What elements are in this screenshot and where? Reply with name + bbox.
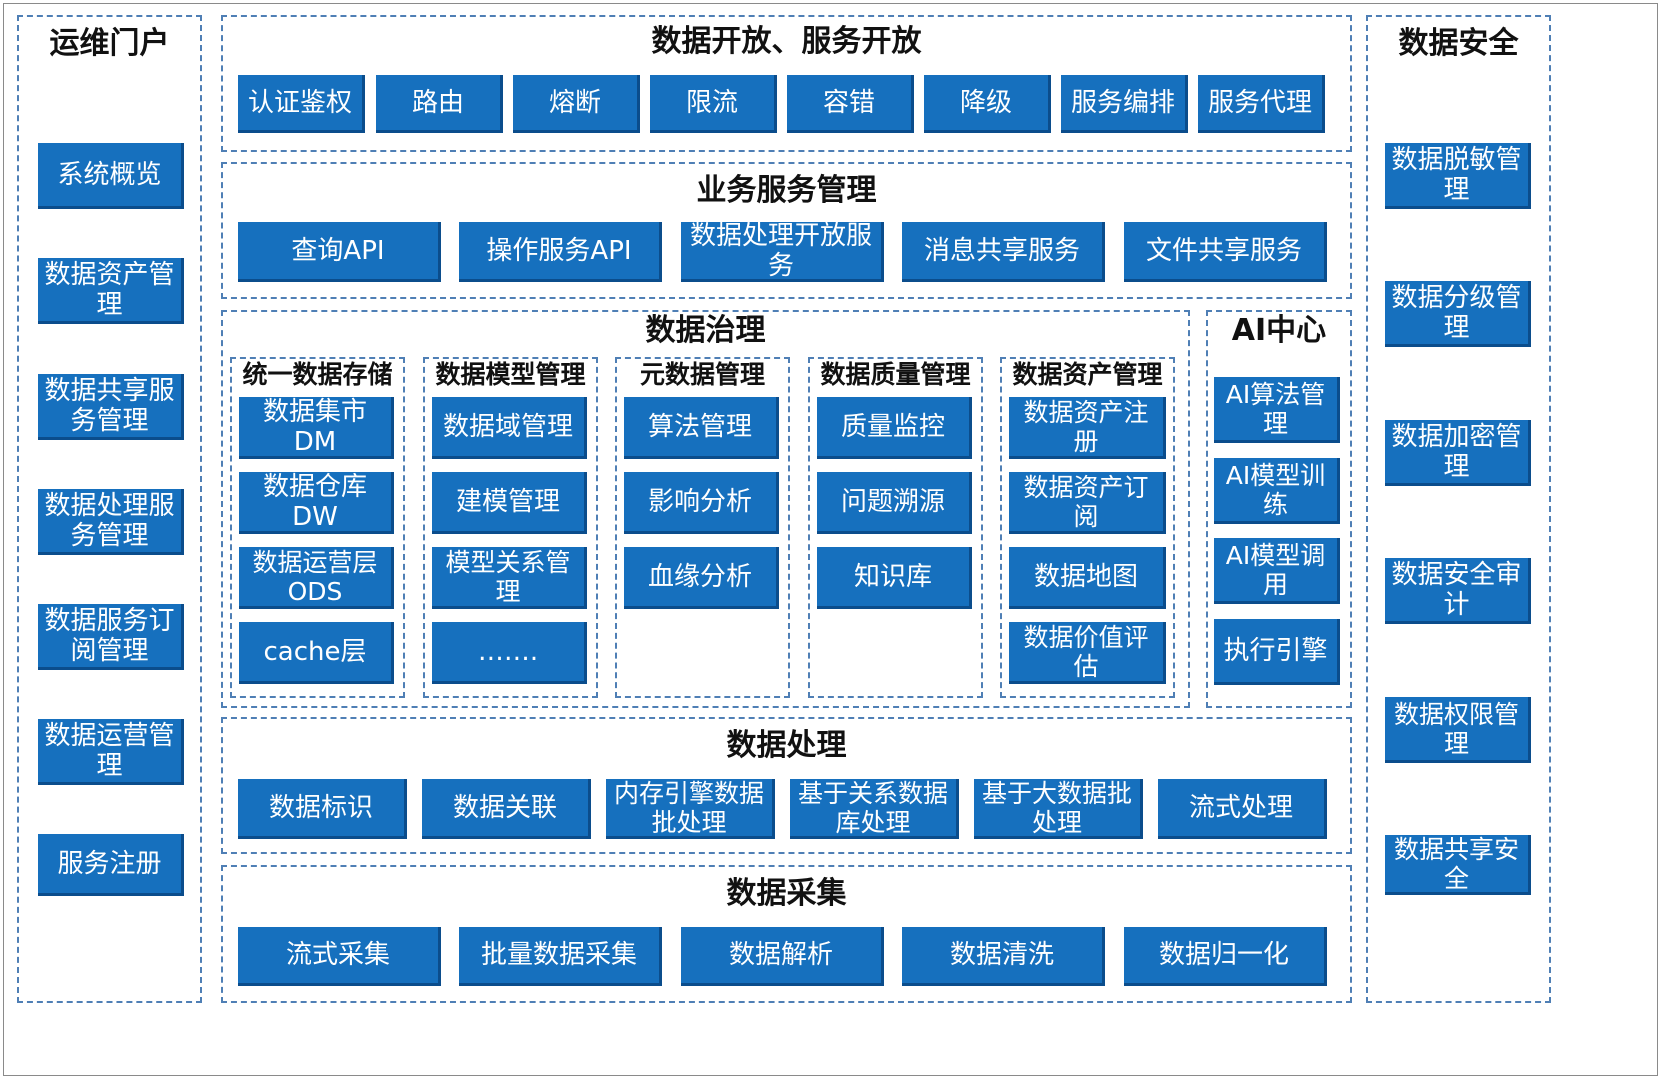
governance-item: cache层	[239, 622, 394, 684]
governance-item: 建模管理	[432, 472, 587, 534]
collection-item: 数据清洗	[902, 927, 1105, 986]
security-item: 数据权限管理	[1385, 697, 1531, 763]
diagram-frame	[3, 3, 1658, 1076]
security-item: 数据分级管理	[1385, 281, 1531, 347]
governance-item: 数据资产订阅	[1009, 472, 1166, 534]
governance-item: 问题溯源	[817, 472, 972, 534]
ops-portal-item: 服务注册	[38, 834, 184, 896]
governance-group-title: 统一数据存储	[242, 360, 393, 389]
open-service-item: 路由	[376, 75, 503, 133]
ops-portal-item: 数据服务订阅管理	[38, 604, 184, 670]
processing-item: 数据关联	[422, 779, 591, 839]
ops-portal-item: 数据处理服务管理	[38, 489, 184, 555]
processing-item: 基于关系数据库处理	[790, 779, 959, 839]
processing-title: 数据处理	[726, 728, 847, 763]
ops-portal-item: 系统概览	[38, 143, 184, 209]
open-service-item: 限流	[650, 75, 777, 133]
governance-group: 元数据管理	[615, 357, 790, 698]
ai-center-section: AI中心	[1206, 310, 1352, 708]
governance-group: 统一数据存储	[230, 357, 405, 698]
governance-item: 质量监控	[817, 397, 972, 459]
ai-center-title: AI中心	[1231, 313, 1327, 348]
open-service-item: 服务代理	[1198, 75, 1325, 133]
processing-item: 基于大数据批处理	[974, 779, 1143, 839]
processing-section: 数据处理	[221, 717, 1352, 854]
governance-group-title: 元数据管理	[639, 360, 765, 389]
processing-item: 内存引擎数据批处理	[606, 779, 775, 839]
security-item: 数据共享安全	[1385, 835, 1531, 895]
governance-item: 数据地图	[1009, 547, 1166, 609]
biz-service-title: 业务服务管理	[696, 173, 877, 208]
open-service-item: 容错	[787, 75, 914, 133]
governance-item: 数据价值评估	[1009, 622, 1166, 684]
collection-item: 批量数据采集	[459, 927, 662, 986]
open-service-title: 数据开放、服务开放	[651, 24, 922, 59]
collection-item: 数据解析	[681, 927, 884, 986]
security-item: 数据脱敏管理	[1385, 143, 1531, 209]
open-service-item: 认证鉴权	[238, 75, 365, 133]
processing-item: 流式处理	[1158, 779, 1327, 839]
open-service-item: 服务编排	[1061, 75, 1188, 133]
biz-service-section: 业务服务管理	[221, 162, 1352, 299]
biz-service-item: 查询API	[238, 222, 441, 282]
collection-item: 数据归一化	[1124, 927, 1327, 986]
biz-service-item: 操作服务API	[459, 222, 662, 282]
security-title: 数据安全	[1398, 26, 1519, 61]
governance-group-title: 数据模型管理	[435, 360, 586, 389]
biz-service-item: 消息共享服务	[902, 222, 1105, 282]
governance-group: 数据资产管理	[1000, 357, 1175, 698]
governance-item: 血缘分析	[624, 547, 779, 609]
governance-group: 数据模型管理	[423, 357, 598, 698]
open-service-item: 降级	[924, 75, 1051, 133]
governance-item: 数据仓库DW	[239, 472, 394, 534]
open-service-section: 数据开放、服务开放	[221, 15, 1352, 152]
governance-item: 算法管理	[624, 397, 779, 459]
governance-item: 数据集市DM	[239, 397, 394, 459]
collection-item: 流式采集	[238, 927, 441, 986]
governance-item: 数据资产注册	[1009, 397, 1166, 459]
ai-center-item: AI算法管理	[1214, 377, 1340, 443]
ops-portal-title: 运维门户	[49, 26, 170, 61]
collection-title: 数据采集	[726, 876, 847, 911]
ops-portal-item: 数据运营管理	[38, 719, 184, 785]
governance-group-title: 数据资产管理	[1012, 360, 1163, 389]
governance-item: 数据运营层ODS	[239, 547, 394, 609]
ops-portal-item: 数据共享服务管理	[38, 374, 184, 440]
security-item: 数据加密管理	[1385, 420, 1531, 486]
governance-section: 数据治理	[221, 310, 1190, 708]
security-item: 数据安全审计	[1385, 558, 1531, 624]
ops-portal-section: 运维门户	[17, 15, 202, 1003]
open-service-item: 熔断	[513, 75, 640, 133]
biz-service-item: 数据处理开放服务	[681, 222, 884, 282]
governance-item: …….	[432, 622, 587, 684]
governance-item: 数据域管理	[432, 397, 587, 459]
governance-title: 数据治理	[645, 313, 766, 348]
governance-group-title: 数据质量管理	[820, 360, 971, 389]
security-section: 数据安全	[1366, 15, 1551, 1003]
ops-portal-item: 数据资产管理	[38, 258, 184, 324]
governance-item: 模型关系管理	[432, 547, 587, 609]
governance-item: 知识库	[817, 547, 972, 609]
biz-service-item: 文件共享服务	[1124, 222, 1327, 282]
ai-center-item: AI模型调用	[1214, 538, 1340, 604]
collection-section: 数据采集	[221, 865, 1352, 1003]
governance-group: 数据质量管理	[808, 357, 983, 698]
processing-item: 数据标识	[238, 779, 407, 839]
governance-item: 影响分析	[624, 472, 779, 534]
ai-center-item: 执行引擎	[1214, 619, 1340, 685]
ai-center-item: AI模型训练	[1214, 458, 1340, 524]
